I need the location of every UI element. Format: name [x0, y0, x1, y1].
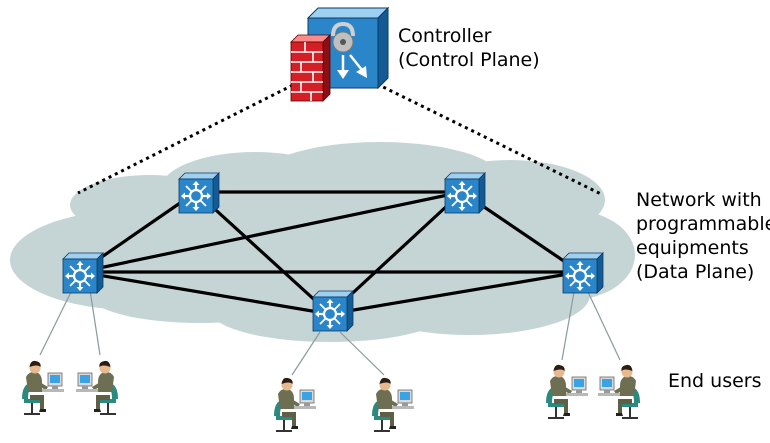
link-s3-s2 [79, 190, 463, 274]
switch-icon [177, 171, 221, 215]
switch-icon [561, 251, 605, 295]
controller-firewall-icon [290, 6, 390, 102]
controller-label-line: Controller [398, 25, 492, 47]
switch-icon [311, 289, 355, 333]
link-s4-s5 [329, 270, 581, 316]
user-link-u2 [89, 289, 101, 356]
network-cloud [10, 142, 635, 342]
user-workstation-icon [371, 376, 415, 432]
switch-icon [443, 171, 487, 215]
network-label: Network with programmable equipments (Da… [636, 188, 770, 284]
user-workstation-icon [597, 363, 641, 419]
controller-label: Controller (Control Plane) [398, 24, 540, 72]
user-workstation-icon [75, 359, 119, 415]
user-links [39, 289, 621, 376]
user-link-u1 [39, 289, 73, 356]
user-workstation-icon [273, 376, 317, 432]
controller-label-line: (Control Plane) [398, 49, 540, 71]
user-workstation-icon [545, 363, 589, 419]
user-workstation-icon [21, 359, 65, 415]
user-link-u4 [339, 331, 385, 376]
network-label-line: programmable [636, 213, 770, 235]
user-link-u6 [587, 291, 621, 361]
network-label-line: Network with [636, 189, 762, 211]
user-link-u3 [291, 331, 321, 376]
network-label-line: equipments [636, 237, 749, 259]
end-users-label-line: End users [668, 370, 762, 392]
user-link-u5 [561, 291, 575, 361]
link-s3-s5 [79, 270, 331, 316]
end-users-label: End users [668, 369, 762, 393]
network-label-line: (Data Plane) [636, 261, 755, 283]
switch-icon [61, 251, 105, 295]
link-s1-s5 [194, 190, 332, 316]
